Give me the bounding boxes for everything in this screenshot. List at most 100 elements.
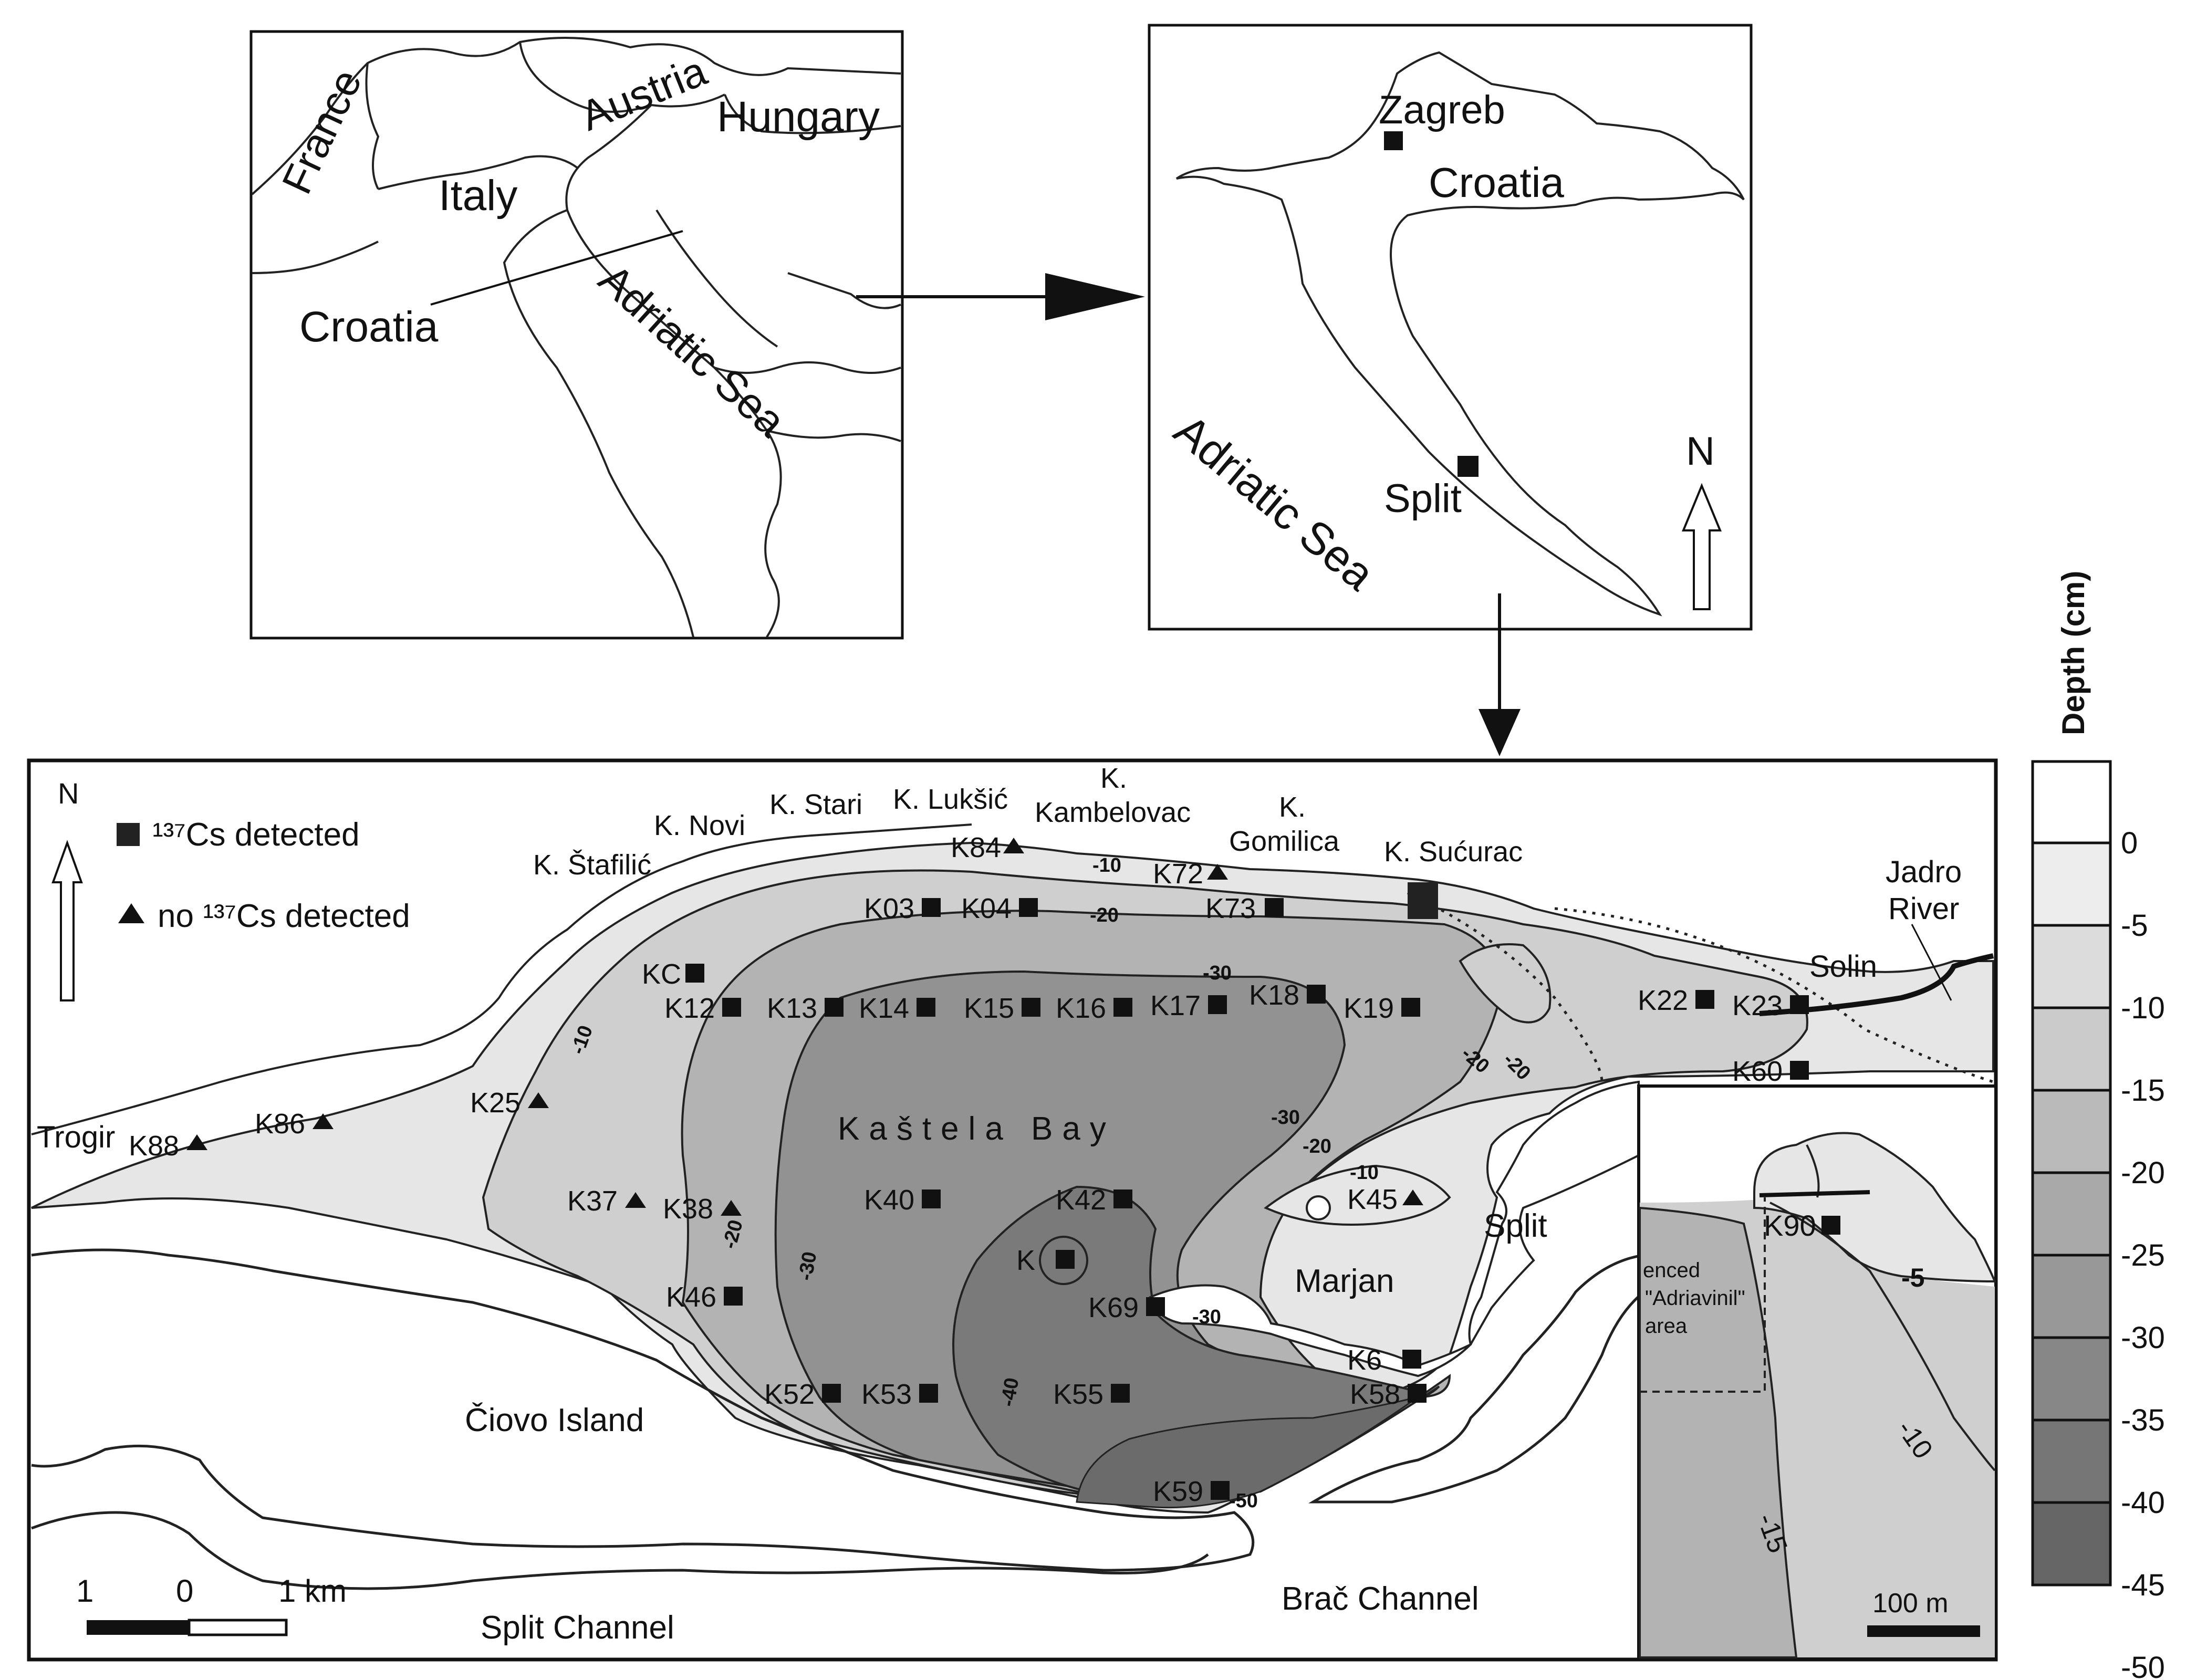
depth-legend-tick: -30 [2121,1321,2165,1355]
station-label: K38 [663,1193,713,1225]
station-label: K [1016,1245,1035,1276]
place-solin: Solin [1809,949,1877,984]
depth-legend: Depth (cm) 0-5-10-15-20-25-30-35-40-45-5… [2031,571,2165,1680]
depth-legend-box [2031,924,2112,1009]
depth-legend-tick: -20 [2121,1156,2165,1190]
scale-right: 1 km [278,1573,347,1609]
country-label-croatia: Croatia [299,303,439,351]
europe-map: France Austria Hungary Italy Croatia Adr… [249,30,904,640]
contour-label: -30 [1271,1107,1300,1129]
depth-legend-tick: -5 [2121,909,2148,943]
bay-legend: N ¹³⁷Cs detected no ¹³⁷Cs detected [51,777,410,1001]
place-trogir: Trogir [37,1120,115,1154]
place-jadro-1: Jadro [1886,855,1962,889]
station-label: K19 [1344,993,1394,1024]
inset-contour-5: -5 [1901,1263,1924,1292]
place-k-novi: K. Novi [654,810,745,841]
depth-legend-box [2031,1089,2112,1174]
station-label: K13 [767,993,817,1024]
station-label: K16 [1056,993,1106,1024]
inset-scale-bar [1867,1625,1980,1637]
inset-scale-label: 100 m [1872,1588,1949,1619]
north-arrow-icon [51,840,83,1001]
station-label: K42 [1056,1184,1106,1216]
place-k-gomilica-1: K. [1279,791,1306,823]
place-k-gomilica-2: Gomilica [1229,826,1340,857]
place-k-kambelovac-1: K. [1100,763,1127,794]
contour-label: -50 [1229,1490,1258,1512]
depth-legend-box [2031,1336,2112,1422]
contour-label: -10 [1350,1162,1379,1184]
depth-legend-title: Depth (cm) [2056,571,2091,735]
place-k-kambelovac-2: Kambelovac [1035,797,1191,828]
depth-legend-tick: -35 [2121,1403,2165,1437]
contour-label: -10 [1092,854,1121,876]
depth-legend-tick: -10 [2121,991,2165,1025]
station-label: K15 [964,993,1014,1024]
depth-legend-box [2031,841,2112,927]
contour-label: -20 [1303,1135,1331,1157]
city-label-split: Split [1384,476,1462,521]
station-label: K45 [1347,1184,1398,1215]
station-label: K14 [859,993,909,1024]
contour-label: -30 [1192,1306,1221,1328]
arrow-right-icon [856,273,1145,320]
place-k-stari: K. Stari [769,789,862,820]
place-marjan: Marjan [1295,1263,1394,1299]
depth-legend-tick: -40 [2121,1486,2165,1520]
place-k-stafilic: K. Štafilić [533,849,651,881]
depth-legend-box [2031,1171,2112,1257]
station-label: K55 [1053,1379,1104,1410]
depth-legend-box [2031,1006,2112,1092]
country-label-hungary: Hungary [717,93,880,141]
station-label: K40 [864,1184,914,1216]
station-label: K18 [1249,979,1299,1011]
place-split: Split [1484,1208,1547,1244]
north-arrow-icon: N [1682,429,1722,610]
place-split-channel: Split Channel [481,1610,674,1646]
place-k-sucurac: K. Sućurac [1384,836,1523,868]
inset-map: K90 enced "Adriavinil" area -5 -10 -15 1… [1637,1084,1997,1660]
station-label: K88 [129,1130,179,1162]
inset-area-label-1: enced [1643,1259,1700,1282]
not-detected-triangle-icon [118,903,144,923]
station-label: K58 [1350,1379,1400,1410]
station-label: K86 [255,1108,305,1140]
arrow-down-icon [1479,593,1521,756]
station-label: K46 [666,1281,716,1313]
place-jadro-2: River [1888,892,1959,926]
legend-not-detected: no ¹³⁷Cs detected [158,898,410,934]
depth-legend-box [2031,1254,2112,1339]
station-label: K23 [1732,990,1783,1021]
station-label: K72 [1153,858,1203,890]
bay-map: K90 enced "Adriavinil" area -5 -10 -15 1… [27,758,1998,1662]
depth-legend-tick: 0 [2121,826,2138,860]
place-brac-channel: Brač Channel [1282,1581,1479,1617]
place-ciovo: Čiovo Island [465,1402,644,1438]
north-label: N [1686,429,1715,474]
place-k-luksic: K. Lukšić [893,784,1008,815]
city-label-zagreb: Zagreb [1379,88,1505,132]
station-label: K84 [951,832,1001,863]
station-label: K69 [1088,1292,1139,1323]
station-label: K04 [961,893,1012,924]
scale-mid: 0 [176,1573,193,1609]
depth-legend-box [2031,760,2112,844]
stations-not-detected: K84 K72 K25 K86 K88 K37 K38 K45 [129,832,1423,1225]
station-label: K6 [1347,1344,1382,1376]
station-label: K60 [1732,1056,1783,1087]
station-label: K22 [1638,985,1688,1016]
split-peninsula [1149,1080,1640,1378]
legend-detected: ¹³⁷Cs detected [152,817,360,853]
station-label: K59 [1153,1476,1203,1507]
station-label: K17 [1150,990,1201,1021]
detected-square-icon [117,823,140,846]
country-label-croatia-2: Croatia [1429,159,1564,206]
contour-label: -30 [1203,962,1232,984]
depth-legend-box [2031,1418,2112,1504]
country-label-italy: Italy [439,172,517,220]
inset-area-label-2: "Adriavinil" [1645,1287,1745,1310]
depth-legend-tick: -45 [2121,1568,2165,1602]
station-label: K52 [764,1379,815,1410]
inset-station-k90: K90 [1764,1209,1816,1242]
